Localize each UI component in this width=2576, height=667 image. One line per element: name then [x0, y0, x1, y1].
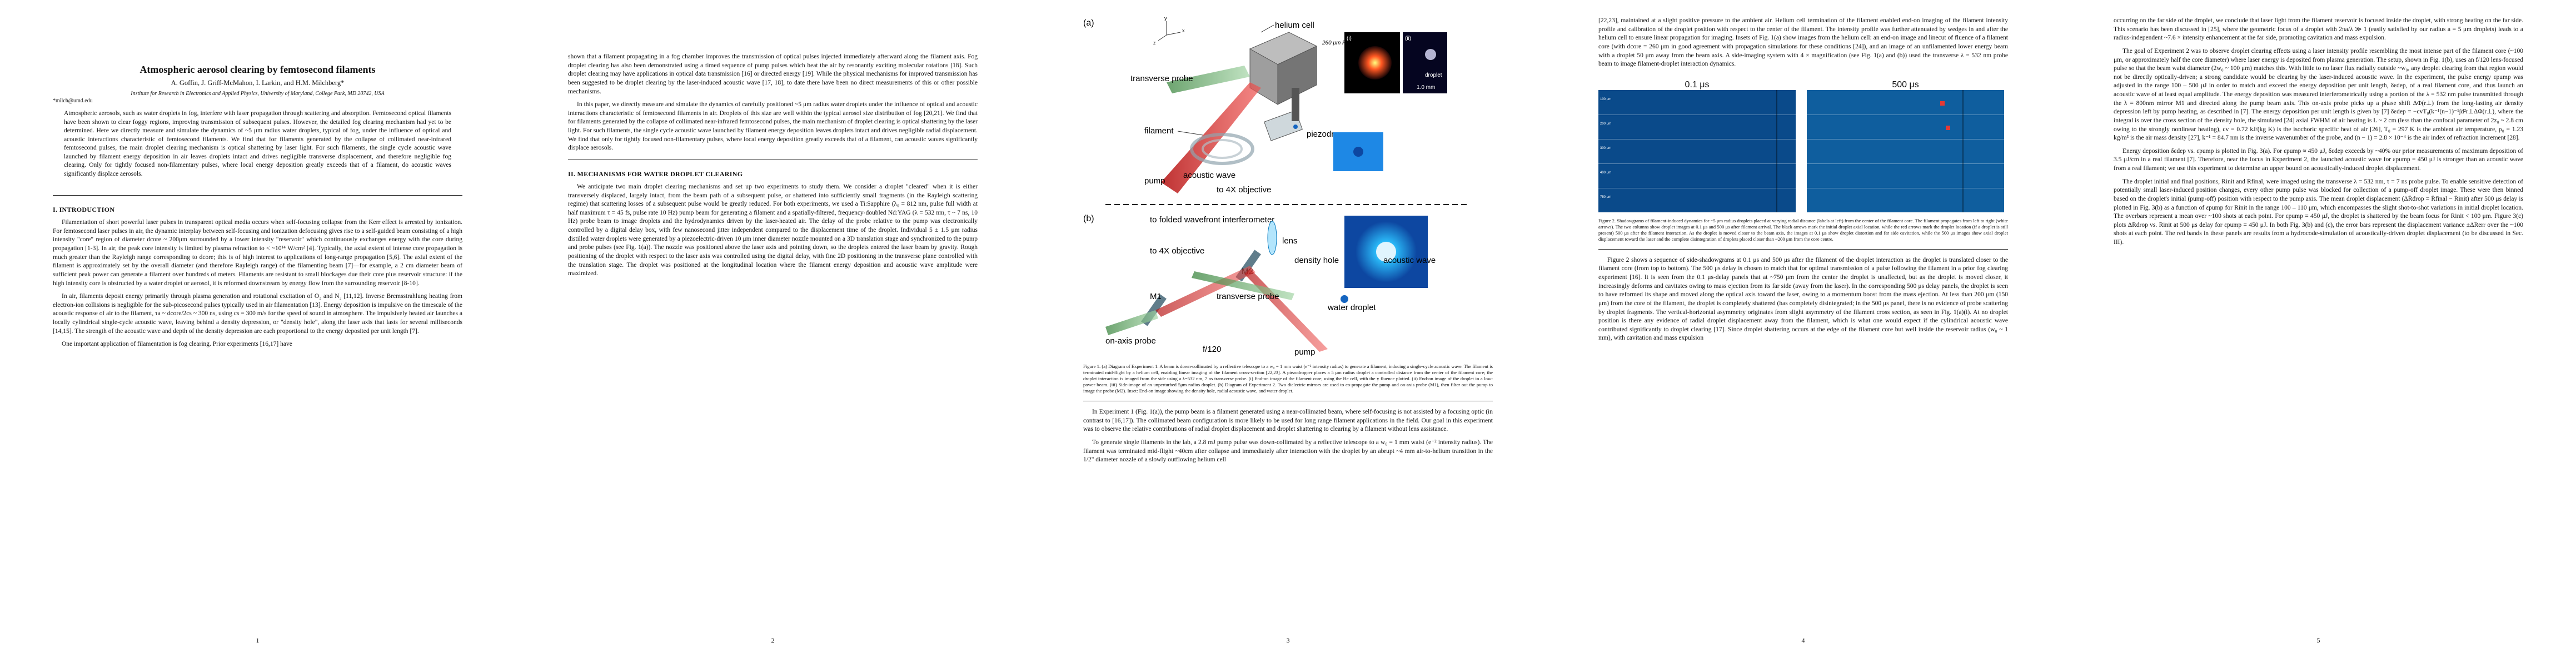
- section-heading-introduction: I. INTRODUCTION: [53, 206, 115, 214]
- intro-paragraph-2: In air, filaments deposit energy primari…: [53, 293, 462, 335]
- row-label: 750 μm: [1600, 195, 1612, 199]
- page-1: Atmospheric aerosol clearing by femtosec…: [0, 0, 515, 667]
- intro-paragraph-1: Filamentation of short powerful laser pu…: [53, 219, 462, 287]
- paper-title: Atmospheric aerosol clearing by femtosec…: [139, 64, 376, 75]
- body-paragraph: To generate single filaments in the lab,…: [1083, 439, 1493, 464]
- page-5: occurring on the far side of the droplet…: [2061, 0, 2576, 667]
- displaced-droplet-marker: [1946, 125, 1950, 130]
- onaxis-probe-label: on-axis probe: [1105, 336, 1156, 346]
- inset-droplet: [1403, 32, 1447, 93]
- pump-label: pump: [1144, 176, 1165, 186]
- body-paragraph: [22,23], maintained at a slight positive…: [1598, 17, 2008, 68]
- figure-1-caption: Figure 1. (a) Diagram of Experiment 1. A…: [1083, 364, 1493, 394]
- body-paragraph: Figure 2 shows a sequence of side-shadow…: [1598, 256, 2008, 342]
- body-paragraph: In this paper, we directly measure and s…: [568, 101, 978, 152]
- scale-bar-label: 1.0 mm: [1417, 84, 1435, 91]
- page-3: (a) y x z helium cell transverse probe f…: [1030, 0, 1546, 667]
- pump-beam: [1161, 82, 1261, 193]
- m1-label: M1: [1150, 292, 1162, 301]
- intro-paragraph-3: One important application of filamentati…: [62, 341, 292, 348]
- axis-z-label: z: [1153, 40, 1156, 46]
- page-2: shown that a filament propagating in a f…: [515, 0, 1030, 667]
- piezodropper-body: [1292, 88, 1299, 121]
- section-heading-mechanisms: II. MECHANISMS FOR WATER DROPLET CLEARIN…: [568, 170, 743, 178]
- transverse-probe-label-b: transverse probe: [1217, 292, 1279, 301]
- figure-2-time-1: 0.1 μs: [1685, 79, 1710, 89]
- body-paragraph: shown that a filament propagating in a f…: [568, 53, 978, 95]
- figure-2-caption: Figure 2. Shadowgrams of filament-induce…: [1598, 217, 2008, 242]
- helium-cell-label: helium cell: [1275, 21, 1314, 30]
- axis-x-label: x: [1182, 28, 1185, 33]
- fwhm-label: 260 μm FWHM: [1322, 40, 1360, 46]
- section-divider: [53, 195, 462, 196]
- shadowgram-column-2: [1807, 89, 2004, 212]
- density-hole-label: density hole: [1294, 256, 1339, 265]
- objective-label: to 4X objective: [1217, 185, 1271, 195]
- droplet-marker: [1293, 125, 1298, 129]
- pump-beam-b: [1155, 266, 1255, 317]
- figure-1: (a) y x z helium cell transverse probe f…: [1083, 16, 1493, 360]
- figure-2-column-1: 0.1 μs 100 μm 200 μm 300 μm 400 μm 750 μ…: [1598, 80, 1796, 212]
- panel-a-label: (a): [1083, 18, 1094, 28]
- panel-b-label: (b): [1083, 214, 1094, 223]
- transverse-probe-beam-b: [1192, 271, 1294, 300]
- row-label: 400 μm: [1600, 171, 1612, 175]
- transverse-probe-label: transverse probe: [1130, 74, 1193, 83]
- acoustic-wave-label-b: acoustic wave: [1383, 256, 1436, 265]
- paper-abstract: Atmospheric aerosols, such as water drop…: [64, 110, 451, 177]
- water-droplet-marker: [1341, 295, 1348, 303]
- inset-ii-label: (ii): [1405, 36, 1411, 42]
- axis-y-label: y: [1164, 16, 1167, 21]
- paper-affiliation: Institute for Research in Electronics an…: [131, 91, 385, 97]
- lens-element: [1267, 221, 1277, 255]
- onaxis-probe-beam: [1105, 310, 1158, 335]
- body-paragraph: In Experiment 1 (Fig. 1(a)), the pump be…: [1083, 409, 1493, 433]
- row-label: 200 μm: [1600, 122, 1612, 126]
- pump-label-b: pump: [1294, 347, 1316, 357]
- transverse-probe-beam: [1167, 66, 1250, 93]
- page-number: 5: [2316, 636, 2320, 644]
- page-number: 2: [771, 636, 775, 644]
- acoustic-wave-label: acoustic wave: [1183, 171, 1235, 180]
- row-label: 300 μm: [1600, 146, 1612, 150]
- initial-position-marker: [1776, 89, 1777, 212]
- inset-droplet-label: droplet: [1425, 72, 1442, 78]
- page-4: [22,23], maintained at a slight positive…: [1546, 0, 2061, 667]
- caption-divider: [1598, 248, 2008, 250]
- body-paragraph: Energy deposition δεdep vs. εpump is plo…: [2114, 147, 2523, 172]
- objective-label-b: to 4X objective: [1150, 246, 1204, 256]
- axis-z-line: [1158, 34, 1167, 41]
- inset-i-label: (i): [1347, 36, 1352, 42]
- acoustic-wave-ring: [1190, 133, 1254, 165]
- wavefront-label: to folded wavefront interferometer: [1150, 215, 1274, 225]
- body-paragraph: We anticipate two main droplet clearing …: [568, 183, 978, 277]
- paper-authors: A. Goffin, J. Griff-McMahon, I. Larkin, …: [171, 79, 345, 87]
- figure-2-column-2: 500 μs: [1807, 80, 2004, 212]
- filament-label: filament: [1144, 126, 1174, 136]
- shadowgram-column-1: 100 μm 200 μm 300 μm 400 μm 750 μm: [1598, 89, 1796, 212]
- paper-email: *milch@umd.edu: [53, 98, 93, 104]
- row-label: 100 μm: [1600, 97, 1612, 101]
- page-number: 3: [1286, 636, 1290, 644]
- body-paragraph: The droplet initial and final positions,…: [2114, 178, 2523, 246]
- figure-1-diagram: (a) y x z helium cell transverse probe f…: [1083, 16, 1467, 357]
- water-droplet-label: water droplet: [1327, 303, 1377, 312]
- page-number: 4: [1801, 636, 1805, 644]
- initial-position-marker: [1962, 89, 1964, 212]
- displaced-droplet-marker: [1940, 101, 1945, 106]
- figure-2: 0.1 μs 100 μm 200 μm 300 μm 400 μm 750 μ…: [1598, 80, 2008, 212]
- body-paragraph: The goal of Experiment 2 was to observe …: [2114, 47, 2523, 142]
- f120-label: f/120: [1203, 345, 1221, 354]
- page-number: 1: [256, 636, 260, 644]
- axis-x-line: [1166, 32, 1181, 36]
- lens-label: lens: [1282, 236, 1298, 246]
- body-paragraph: occurring on the far side of the droplet…: [2114, 17, 2523, 42]
- figure-2-time-2: 500 μs: [1892, 79, 1919, 89]
